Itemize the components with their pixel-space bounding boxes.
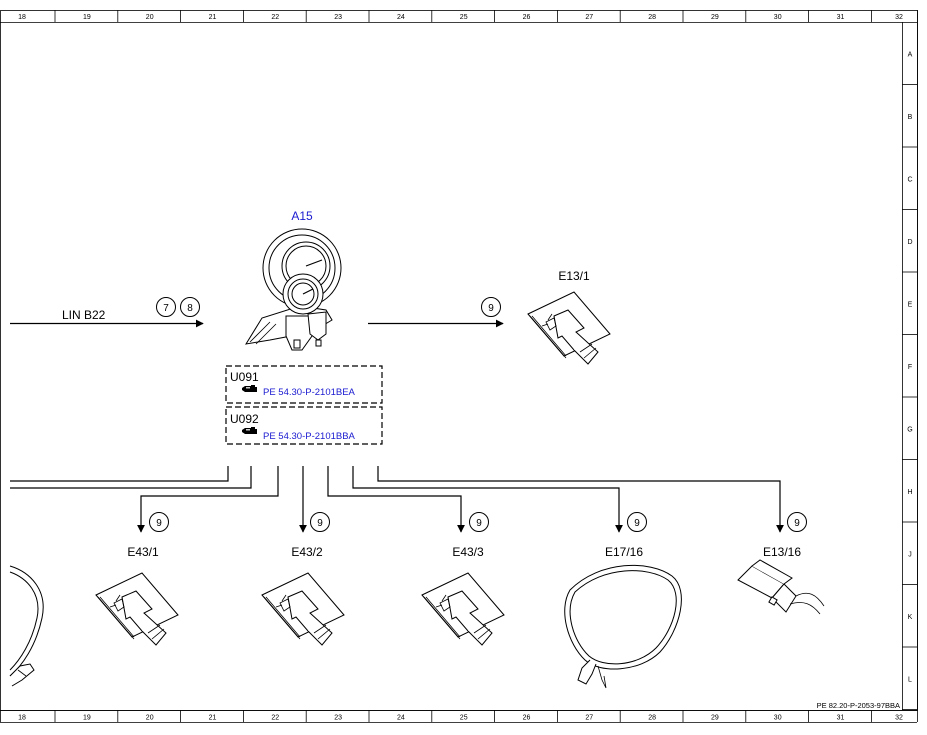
column-label-30: 30 xyxy=(774,14,782,21)
column-label-28: 28 xyxy=(648,715,656,722)
marker-8: 8 xyxy=(180,297,200,317)
component-label-e13-16: E13/16 xyxy=(763,545,801,559)
column-label-26: 26 xyxy=(523,715,531,722)
connector-e43-2-icon xyxy=(261,572,345,646)
svg-text:8: 8 xyxy=(187,303,193,314)
lamp-ring-e17-16-icon xyxy=(564,564,682,689)
marker-9-e43-1: 9 xyxy=(149,512,169,532)
column-label-20: 20 xyxy=(146,715,154,722)
column-labels-bottom: 18 19 20 21 22 23 24 25 26 27 28 29 30 31 32 xyxy=(18,715,903,722)
column-label-22: 22 xyxy=(271,14,279,21)
connector-e13-16-icon xyxy=(737,559,825,615)
marker-9-e13-1: 9 xyxy=(481,297,501,317)
column-label-31: 31 xyxy=(837,715,845,722)
marker-9-e43-3: 9 xyxy=(469,512,489,532)
column-label-23: 23 xyxy=(334,14,342,21)
control-unit-code: U091 xyxy=(230,370,259,384)
control-unit-u092: U092 PE 54.30-P-2101BBA xyxy=(225,406,383,445)
row-label-C: C xyxy=(907,176,912,183)
svg-text:9: 9 xyxy=(317,518,323,529)
row-label-D: D xyxy=(907,239,912,246)
column-label-28: 28 xyxy=(648,14,656,21)
component-label-e43-2: E43/2 xyxy=(291,545,323,559)
column-label-19: 19 xyxy=(83,715,91,722)
row-label-B: B xyxy=(908,114,913,121)
column-label-29: 29 xyxy=(711,14,719,21)
marker-7: 7 xyxy=(156,297,176,317)
svg-text:9: 9 xyxy=(476,518,482,529)
svg-text:7: 7 xyxy=(163,303,169,314)
connector-e43-1-icon xyxy=(95,572,179,646)
column-label-27: 27 xyxy=(585,14,593,21)
marker-9-e13-16: 9 xyxy=(787,512,807,532)
column-label-26: 26 xyxy=(523,14,531,21)
component-label-e17-16: E17/16 xyxy=(605,545,643,559)
row-label-F: F xyxy=(908,364,912,371)
component-label-e43-3: E43/3 xyxy=(452,545,484,559)
pointing-hand-icon xyxy=(242,427,257,434)
column-label-25: 25 xyxy=(460,14,468,21)
svg-text:9: 9 xyxy=(488,303,494,314)
column-label-32: 32 xyxy=(895,14,903,21)
connector-e13-1-icon xyxy=(527,291,611,365)
row-label-G: G xyxy=(907,426,912,433)
pointing-hand-icon xyxy=(242,385,257,392)
column-label-32: 32 xyxy=(895,715,903,722)
component-label-a15: A15 xyxy=(291,209,313,223)
column-label-27: 27 xyxy=(585,715,593,722)
svg-text:9: 9 xyxy=(634,518,640,529)
component-label-e43-1: E43/1 xyxy=(127,545,159,559)
svg-text:9: 9 xyxy=(794,518,800,529)
svg-text:9: 9 xyxy=(156,518,162,529)
connector-e43-3-icon xyxy=(421,572,505,646)
marker-9-e43-2: 9 xyxy=(310,512,330,532)
column-label-21: 21 xyxy=(209,715,217,722)
component-label-e13-1: E13/1 xyxy=(558,269,590,283)
row-label-L: L xyxy=(908,676,912,683)
row-label-A: A xyxy=(908,51,913,58)
bus-label: LIN B22 xyxy=(62,308,106,322)
column-label-20: 20 xyxy=(146,14,154,21)
instrument-cluster-icon xyxy=(244,228,342,351)
row-label-J: J xyxy=(908,551,912,558)
column-label-24: 24 xyxy=(397,715,405,722)
row-label-E: E xyxy=(908,301,913,308)
column-label-21: 21 xyxy=(209,14,217,21)
column-label-18: 18 xyxy=(18,14,26,21)
document-reference-link[interactable]: PE 54.30-P-2101BEA xyxy=(263,387,356,398)
column-label-31: 31 xyxy=(837,14,845,21)
column-label-18: 18 xyxy=(18,715,26,722)
document-reference-link[interactable]: PE 54.30-P-2101BBA xyxy=(263,431,356,442)
control-unit-u091: U091 PE 54.30-P-2101BEA xyxy=(225,365,383,404)
control-unit-code: U092 xyxy=(230,412,259,426)
grid-frame xyxy=(0,10,918,723)
marker-9-e17-16: 9 xyxy=(627,512,647,532)
document-reference-footer: PE 82.20-P-2053-97BBA xyxy=(817,701,900,710)
column-label-29: 29 xyxy=(711,715,719,722)
partial-lamp-ring-icon xyxy=(9,565,44,687)
column-label-19: 19 xyxy=(83,14,91,21)
column-label-22: 22 xyxy=(271,715,279,722)
row-labels: A B C D E F G H J K L xyxy=(907,51,912,683)
row-label-H: H xyxy=(907,489,912,496)
column-labels-top: 18 19 20 21 22 23 24 25 26 27 28 29 30 31 32 xyxy=(18,14,903,21)
column-label-25: 25 xyxy=(460,715,468,722)
column-label-30: 30 xyxy=(774,715,782,722)
column-label-23: 23 xyxy=(334,715,342,722)
column-label-24: 24 xyxy=(397,14,405,21)
wire-harness xyxy=(10,466,784,533)
row-label-K: K xyxy=(908,614,913,621)
